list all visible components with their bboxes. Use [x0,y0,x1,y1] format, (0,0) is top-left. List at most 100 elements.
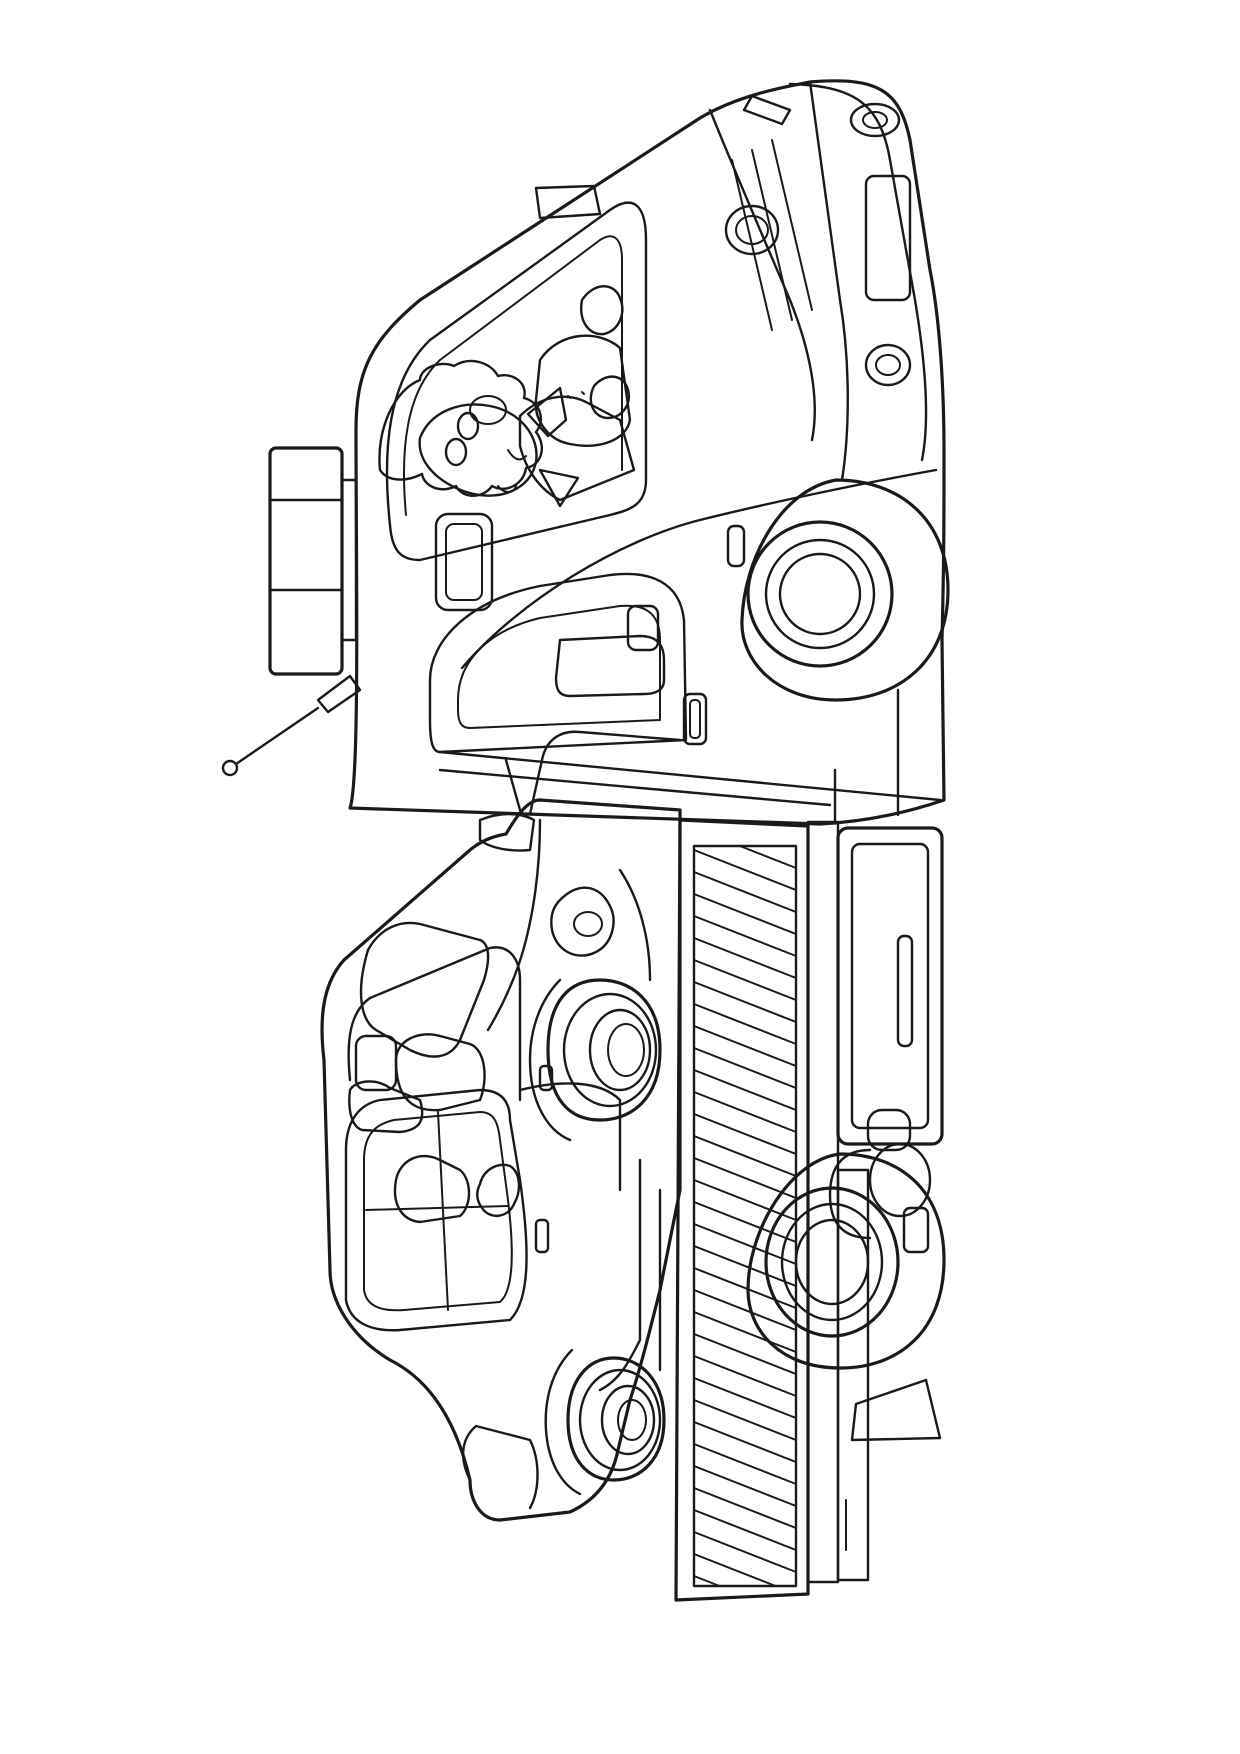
driver-nose [469,395,507,425]
hatch-line-18 [693,1223,797,1265]
headlight-top-inner [862,111,888,129]
steering-wheel [534,334,632,447]
driver-eye-left [444,437,468,467]
headlight-top [849,102,901,138]
hatch-line-27 [693,1421,797,1463]
hood-line [708,108,816,442]
roof-beacon [268,446,344,676]
cab-side-window-inner [445,523,483,601]
driver-collar-2 [538,468,580,508]
cab-front-panel [788,82,928,462]
tow-truck-front-wheel [740,478,950,702]
driver-face [418,403,538,497]
flatbed-hatching [693,845,797,1587]
car-window-frame [347,946,522,1102]
hatch-line-4 [693,915,797,957]
toolbox [836,826,944,1146]
car-window-outer [344,1088,528,1332]
grille-line-1 [771,139,813,311]
hatch-line-5 [693,937,797,979]
door-handle-inner [689,699,701,739]
cab-door-outline [428,572,688,754]
flatbed-lower-rail [836,1168,870,1582]
fog-light-inner [875,354,901,376]
mirror-arm [626,604,660,652]
hatch-line-9 [693,1025,797,1067]
car-window-inner [363,1111,513,1312]
car-rear-wheel [566,1356,666,1482]
driver-hair [378,359,543,497]
car-headlight [550,886,615,957]
car-side-mirror [476,1163,521,1217]
car-front-wheel [546,978,662,1122]
hatch-line-29 [693,1465,797,1507]
hatch-line-16 [693,1179,797,1221]
car-rear-window [359,921,490,1058]
cab-door-window [457,604,661,729]
door-handle [682,692,708,746]
headlight-front [724,204,780,256]
cab-lower-panel [438,750,942,802]
tow-truck-cab [221,79,946,826]
driver-hand-top [580,285,624,336]
hatch-line-2 [693,871,797,913]
car-seat-2 [348,1080,424,1134]
hatch-line-32 [693,1531,797,1573]
hatch-line-26 [693,1399,797,1441]
car-seat-1 [394,1033,486,1112]
hatch-line-23 [693,1333,797,1375]
hatch-line-8 [693,1003,797,1045]
hatch-line-7 [693,981,797,1023]
toolbox-handle [896,934,914,1048]
hatch-line-15 [693,1157,797,1199]
driver-ear [497,485,517,493]
hatch-line-19 [693,1245,797,1287]
hatch-line-33 [693,1553,777,1587]
car-window-divider-h [365,1205,509,1211]
hatch-line-25 [693,1377,797,1419]
car-rear-bumper [462,1424,539,1510]
car-rear-arch [544,1348,582,1496]
front-plate [864,174,912,302]
hatch-line-34 [693,1575,721,1587]
driver-eye-right [456,411,480,441]
cab-fender-swoosh [460,468,938,670]
hatch-line-3 [693,893,797,935]
hatch-line-24 [693,1355,797,1397]
cab-side-window [434,512,494,612]
antenna-rod [234,706,320,766]
driver-shirt-dots [567,391,585,399]
hatch-line-11 [693,1069,797,1111]
hatch-line-14 [693,1135,797,1177]
hatch-line-31 [693,1509,797,1551]
grille-line-2 [751,149,793,321]
hatch-line-1 [693,849,797,891]
hatch-line-22 [693,1311,797,1353]
fog-light [864,343,912,387]
car-front-bumper [478,812,536,852]
hatch-line-17 [693,1201,797,1243]
car-door-seam-2 [598,1158,642,1392]
car-front-fender [618,868,652,982]
carried-car [320,798,682,1522]
cab-outline [348,79,946,826]
side-marker [742,94,792,126]
flatbed-side-rail [806,820,840,1584]
hatch-line-21 [693,1289,797,1331]
hatch-line-30 [693,1487,797,1529]
hatch-line-13 [693,1113,797,1155]
cab-bumper-line [808,80,849,482]
car-door-handle-1 [534,1218,550,1254]
driver-character [378,285,636,508]
hatch-line-12 [693,1091,797,1133]
tow-truck-rear-wheel [746,1152,946,1370]
cab-rocker-line [438,768,832,807]
driver-collar [526,386,568,438]
car-door-seam-1 [518,1082,622,1192]
cab-side-light [726,524,746,568]
hatch-line-0 [738,845,797,869]
hatch-line-20 [693,1267,797,1309]
car-front-arch [528,978,572,1142]
